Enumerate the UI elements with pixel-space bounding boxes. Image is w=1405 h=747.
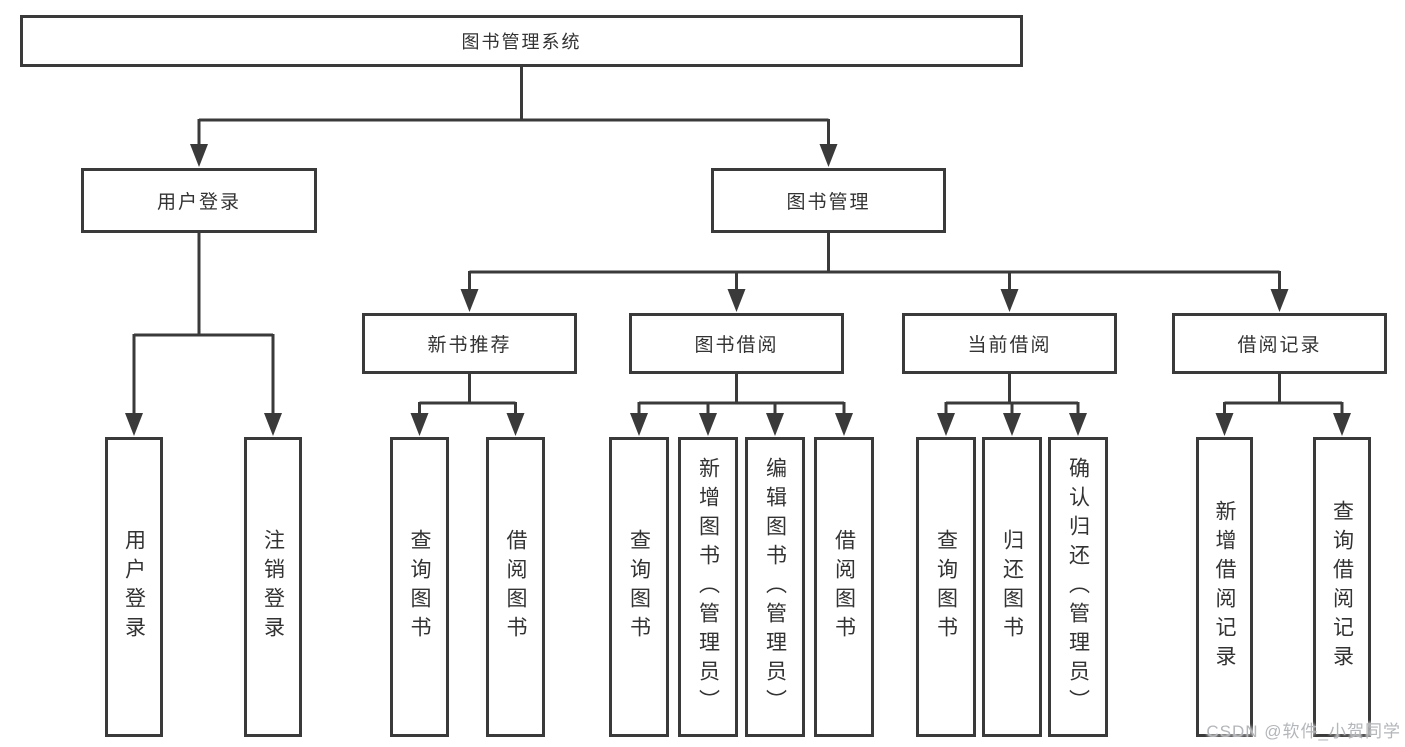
leaf-edit-books-admin-label: 编辑图书（管理员）	[763, 456, 787, 718]
leaf-query-borrow-record-label: 查询借阅记录	[1330, 500, 1354, 674]
leaf-query-books-current-label: 查询图书	[934, 529, 958, 645]
leaf-query-borrow-record: 查询借阅记录	[1313, 437, 1371, 737]
node-user-login: 用户登录	[81, 168, 317, 233]
leaf-return-books-label: 归还图书	[1000, 529, 1024, 645]
leaf-confirm-return-admin-label: 确认归还（管理员）	[1066, 456, 1090, 718]
leaf-user-login-label: 用户登录	[122, 529, 146, 645]
node-current-borrowing: 当前借阅	[902, 313, 1117, 374]
leaf-add-borrow-record-label: 新增借阅记录	[1213, 500, 1237, 674]
node-borrowing-records: 借阅记录	[1172, 313, 1387, 374]
leaf-borrow-books-borrow-label: 借阅图书	[832, 529, 856, 645]
leaf-query-books-current: 查询图书	[916, 437, 976, 737]
node-library-management-system: 图书管理系统	[20, 15, 1023, 67]
leaf-confirm-return-admin: 确认归还（管理员）	[1048, 437, 1108, 737]
node-book-borrowing: 图书借阅	[629, 313, 844, 374]
leaf-return-books: 归还图书	[982, 437, 1042, 737]
leaf-add-books-admin-label: 新增图书（管理员）	[696, 456, 720, 718]
watermark-csdn: CSDN @软件_小贺同学	[1206, 722, 1401, 741]
node-new-book-recommendation: 新书推荐	[362, 313, 577, 374]
leaf-edit-books-admin: 编辑图书（管理员）	[745, 437, 805, 737]
leaf-query-books-borrow: 查询图书	[609, 437, 669, 737]
leaf-user-login: 用户登录	[105, 437, 163, 737]
leaf-query-books-borrow-label: 查询图书	[627, 529, 651, 645]
leaf-logout: 注销登录	[244, 437, 302, 737]
leaf-borrow-books-new: 借阅图书	[486, 437, 545, 737]
leaf-add-books-admin: 新增图书（管理员）	[678, 437, 738, 737]
leaf-query-books-new-label: 查询图书	[408, 529, 432, 645]
leaf-logout-label: 注销登录	[261, 529, 285, 645]
leaf-borrow-books-borrow: 借阅图书	[814, 437, 874, 737]
leaf-add-borrow-record: 新增借阅记录	[1196, 437, 1253, 737]
leaf-query-books-new: 查询图书	[390, 437, 449, 737]
leaf-borrow-books-new-label: 借阅图书	[504, 529, 528, 645]
node-book-management: 图书管理	[711, 168, 946, 233]
